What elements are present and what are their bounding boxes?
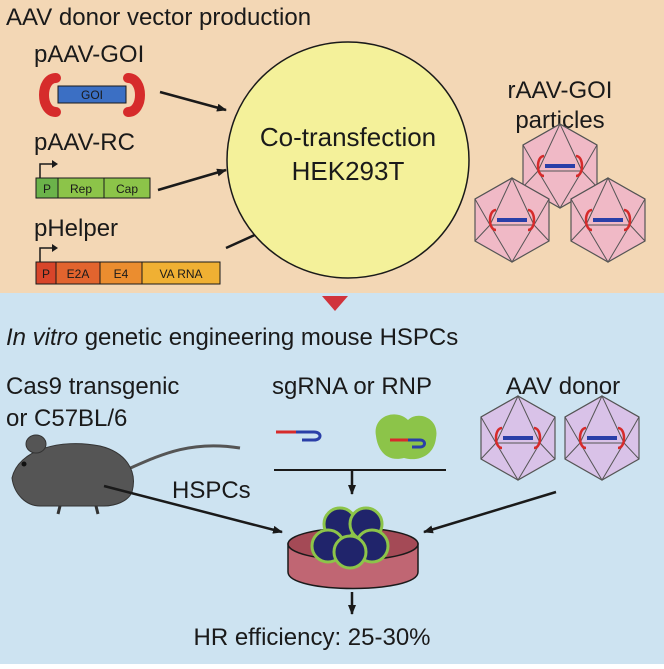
rc-plasmid-label: pAAV-RC xyxy=(34,129,135,156)
hr-efficiency-label: HR efficiency: 25-30% xyxy=(194,624,431,651)
goi-plasmid-label: pAAV-GOI xyxy=(34,41,144,68)
helper-segment-p: P xyxy=(42,267,50,281)
goi-segment-label: GOI xyxy=(81,88,103,102)
rc-to-cell-arrow xyxy=(157,168,227,192)
mouse-label-line2: or C57BL/6 xyxy=(6,405,127,432)
goi-plasmid-icon: GOI xyxy=(39,73,145,117)
rc-segment-cap: Cap xyxy=(116,182,138,196)
rc-promoter-arrow-icon xyxy=(39,163,52,178)
donor-label: AAV donor xyxy=(506,373,620,400)
step-triangle-icon xyxy=(322,296,348,311)
helper-segment-e4: E4 xyxy=(114,267,129,281)
mouse-icon xyxy=(11,434,241,515)
rc-plasmid-segments: P Rep Cap xyxy=(35,177,151,199)
donor-to-dish-arrow xyxy=(423,490,557,534)
bottom-panel-title: In vitro genetic engineering mouse HSPCs xyxy=(6,324,458,351)
cell-label-line1: Co-transfection xyxy=(260,122,436,152)
helper-segment-va-rna: VA RNA xyxy=(159,267,202,281)
helper-plasmid-segments: P E2A E4 VA RNA xyxy=(35,261,221,285)
mouse-label-line1: Cas9 transgenic xyxy=(6,373,179,400)
rc-segment-p: P xyxy=(43,182,51,196)
goi-to-cell-arrow xyxy=(159,90,227,112)
particles-label-line1: rAAV-GOI xyxy=(508,77,613,104)
helper-segment-e2a: E2A xyxy=(67,267,90,281)
mouse-to-dish-arrow xyxy=(103,484,283,534)
helper-promoter-arrowhead-icon xyxy=(52,244,58,252)
hspc-cluster xyxy=(310,506,390,570)
hspcs-label: HSPCs xyxy=(172,477,251,504)
sgrna-icon xyxy=(276,430,322,442)
rc-segment-rep: Rep xyxy=(70,182,92,196)
helper-promoter-arrow-icon xyxy=(39,247,52,262)
rc-promoter-arrowhead-icon xyxy=(52,160,58,168)
rnp-icon xyxy=(375,414,437,460)
cell-label-line2: HEK293T xyxy=(292,156,405,186)
sgrna-label: sgRNA or RNP xyxy=(272,373,432,400)
top-panel-title: AAV donor vector production xyxy=(6,4,311,31)
hek293t-cell xyxy=(226,41,470,279)
helper-plasmid-label: pHelper xyxy=(34,215,118,242)
